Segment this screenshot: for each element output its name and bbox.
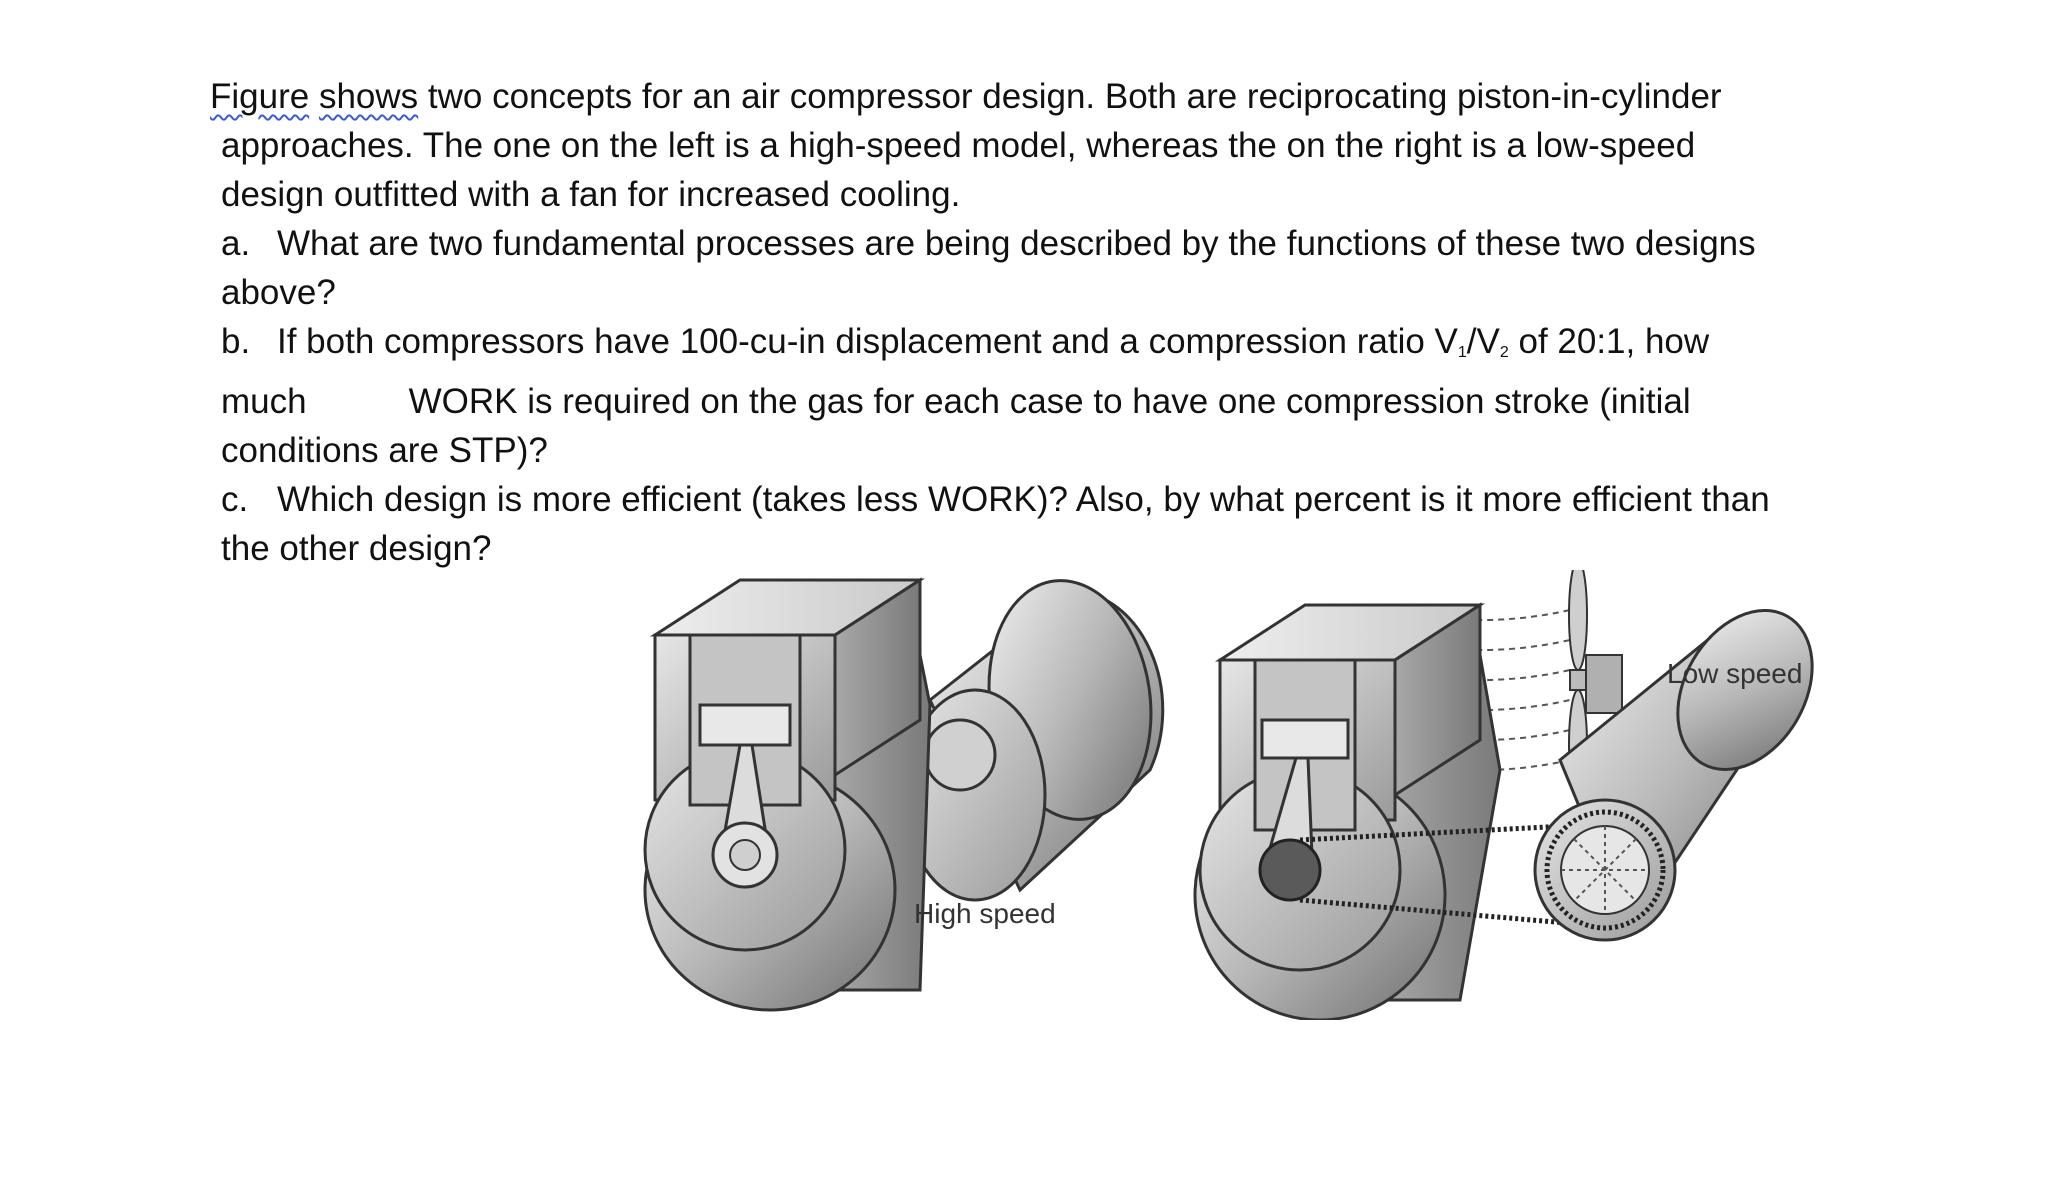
spellcheck-word-shows: shows bbox=[318, 77, 419, 116]
high-speed-compressor bbox=[643, 577, 1165, 1012]
low-speed-label: Low speed bbox=[1667, 658, 1803, 689]
low-speed-piston bbox=[1260, 718, 1350, 760]
question-b-marker: b. bbox=[221, 322, 251, 361]
intro-paragraph: Figure shows two concepts for an air com… bbox=[210, 72, 1850, 219]
question-a-line-2: above? bbox=[221, 273, 336, 312]
high-speed-label: High speed bbox=[914, 898, 1056, 929]
question-a: a. What are two fundamental processes are… bbox=[210, 219, 1850, 317]
question-b: b.If both compressors have 100-cu-in dis… bbox=[210, 317, 1850, 475]
spellcheck-word-figure: Figure bbox=[210, 77, 310, 116]
question-a-marker: a. bbox=[221, 224, 251, 263]
question-a-text: What are two fundamental processes are b… bbox=[277, 224, 1756, 263]
compressor-figure: High speed Low speed bbox=[600, 559, 1860, 1022]
question-c-marker: c. bbox=[221, 480, 249, 519]
intro-line-2: approaches. The one on the left is a hig… bbox=[221, 126, 1696, 165]
high-speed-piston bbox=[698, 703, 792, 747]
intro-line-3: design outfitted with a fan for increase… bbox=[221, 175, 961, 214]
intro-line-1: Figure shows two concepts for an air com… bbox=[210, 77, 1722, 116]
question-c: c.Which design is more efficient (takes … bbox=[210, 475, 1850, 573]
low-speed-compressor bbox=[1193, 559, 1814, 1022]
crank-pulley bbox=[1258, 838, 1322, 902]
drive-belt-bottom bbox=[1299, 897, 1591, 928]
question-b-line-3: conditions are STP)? bbox=[221, 431, 548, 470]
problem-text: Figure shows two concepts for an air com… bbox=[210, 72, 1850, 573]
compressor-illustration bbox=[643, 559, 1814, 1022]
question-c-line-2: the other design? bbox=[221, 529, 492, 568]
